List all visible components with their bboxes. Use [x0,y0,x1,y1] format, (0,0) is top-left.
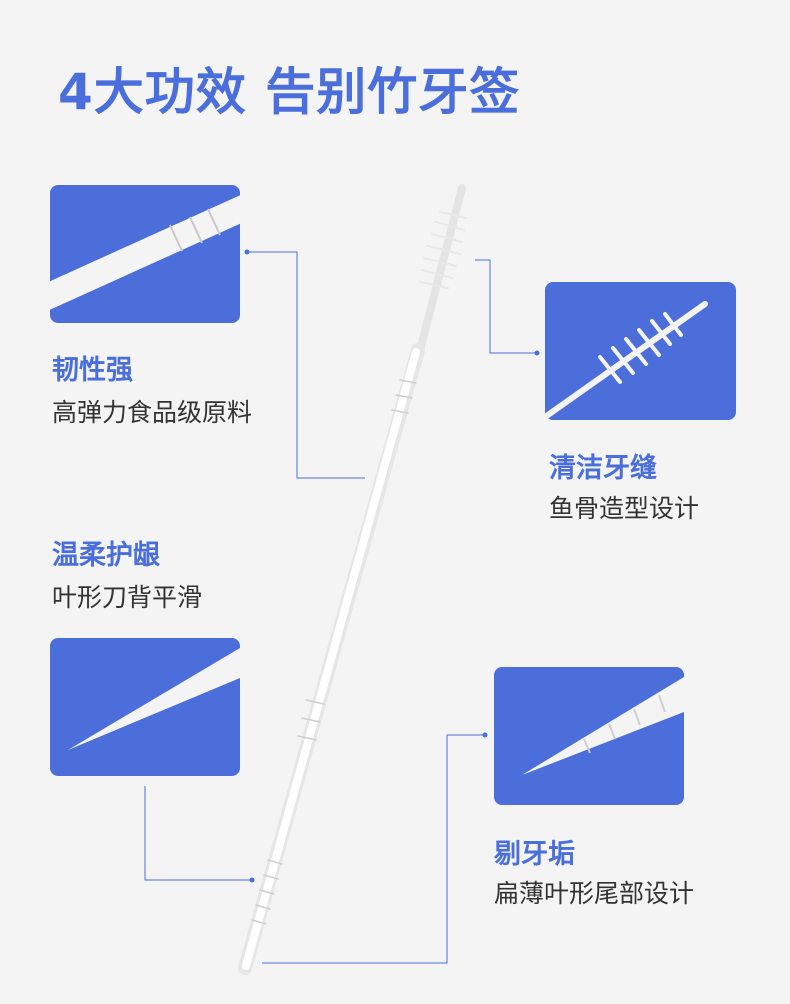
feature-title: 温柔护龈 [52,540,160,571]
feature-title: 清洁牙缝 [549,453,657,484]
feature-image-gentle [50,638,240,776]
feature-desc: 叶形刀背平滑 [52,583,203,612]
feature-desc: 高弹力食品级原料 [52,398,253,427]
feature-title: 剔牙垢 [494,839,575,870]
feature-desc: 扁薄叶形尾部设计 [494,879,695,908]
connector-lines [144,251,537,964]
feature-desc: 鱼骨造型设计 [549,494,700,523]
feature-image-toughness [50,185,240,323]
page-title: 4大功效 告别竹牙签 [58,63,521,121]
toothpick [238,184,467,975]
feature-image-plaque [494,667,684,805]
feature-image-cleaning [545,282,736,420]
feature-title: 韧性强 [52,355,133,386]
